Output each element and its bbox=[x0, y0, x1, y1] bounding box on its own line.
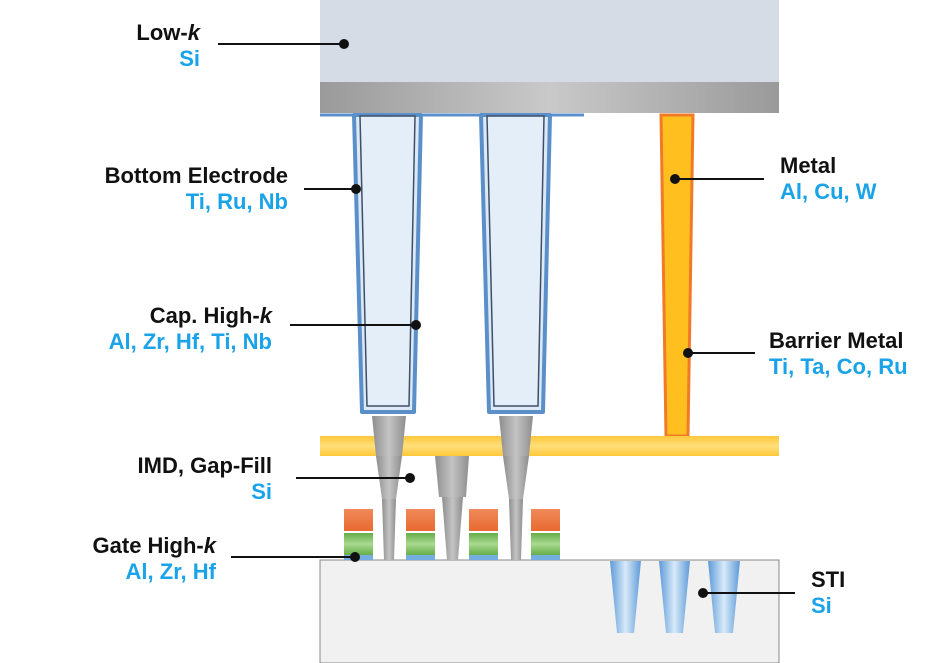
gate-stack-2 bbox=[406, 509, 435, 560]
metal-line bbox=[659, 113, 695, 438]
leader-low-k bbox=[218, 39, 349, 49]
materials-metal: Al, Cu, W bbox=[780, 179, 877, 204]
materials-gate-high-k: Al, Zr, Hf bbox=[125, 559, 216, 584]
leader-gate-high-k bbox=[231, 552, 360, 562]
label-bottom-electrode: Bottom Electrode Ti, Ru, Nb bbox=[104, 163, 288, 214]
label-gate-high-k: Gate High-k Al, Zr, Hf bbox=[92, 533, 216, 584]
materials-bottom-electrode: Ti, Ru, Nb bbox=[185, 189, 288, 214]
substrate bbox=[319, 559, 780, 663]
capacitor-cup-left-inner bbox=[359, 115, 416, 407]
leader-cap-high-k bbox=[290, 320, 421, 330]
metal-bar bbox=[320, 436, 779, 456]
gap-fill-plug bbox=[435, 456, 469, 560]
label-low-k: Low-k Si bbox=[136, 20, 200, 71]
cap-layer bbox=[320, 82, 779, 113]
leader-metal bbox=[670, 174, 764, 184]
label-cap-high-k: Cap. High-k Al, Zr, Hf, Ti, Nb bbox=[108, 303, 272, 354]
materials-imd: Si bbox=[251, 479, 272, 504]
contact-plug-left bbox=[372, 416, 406, 560]
contact-plug-right bbox=[499, 416, 533, 560]
sti-trench-1 bbox=[610, 561, 641, 633]
gate-stack-1 bbox=[344, 509, 373, 560]
sti-trench-2 bbox=[659, 561, 690, 633]
leader-bottom-electrode bbox=[304, 184, 361, 194]
label-metal: Metal Al, Cu, W bbox=[780, 153, 877, 204]
label-sti: STI Si bbox=[811, 567, 846, 618]
gate-stack-4 bbox=[531, 509, 560, 560]
leader-sti bbox=[698, 588, 795, 598]
gate-stack-3 bbox=[469, 509, 498, 560]
materials-cap-high-k: Al, Zr, Hf, Ti, Nb bbox=[108, 329, 272, 354]
leader-imd bbox=[296, 473, 415, 483]
materials-barrier-metal: Ti, Ta, Co, Ru bbox=[769, 354, 908, 379]
label-barrier-metal: Barrier Metal Ti, Ta, Co, Ru bbox=[769, 328, 908, 379]
low-k-layer bbox=[320, 0, 779, 84]
leader-barrier-metal bbox=[683, 348, 755, 358]
materials-low-k: Si bbox=[179, 46, 200, 71]
sti-trench-3 bbox=[708, 561, 740, 633]
capacitor-cup-right-inner bbox=[486, 115, 545, 407]
label-imd: IMD, Gap-Fill Si bbox=[137, 453, 272, 504]
materials-sti: Si bbox=[811, 593, 832, 618]
